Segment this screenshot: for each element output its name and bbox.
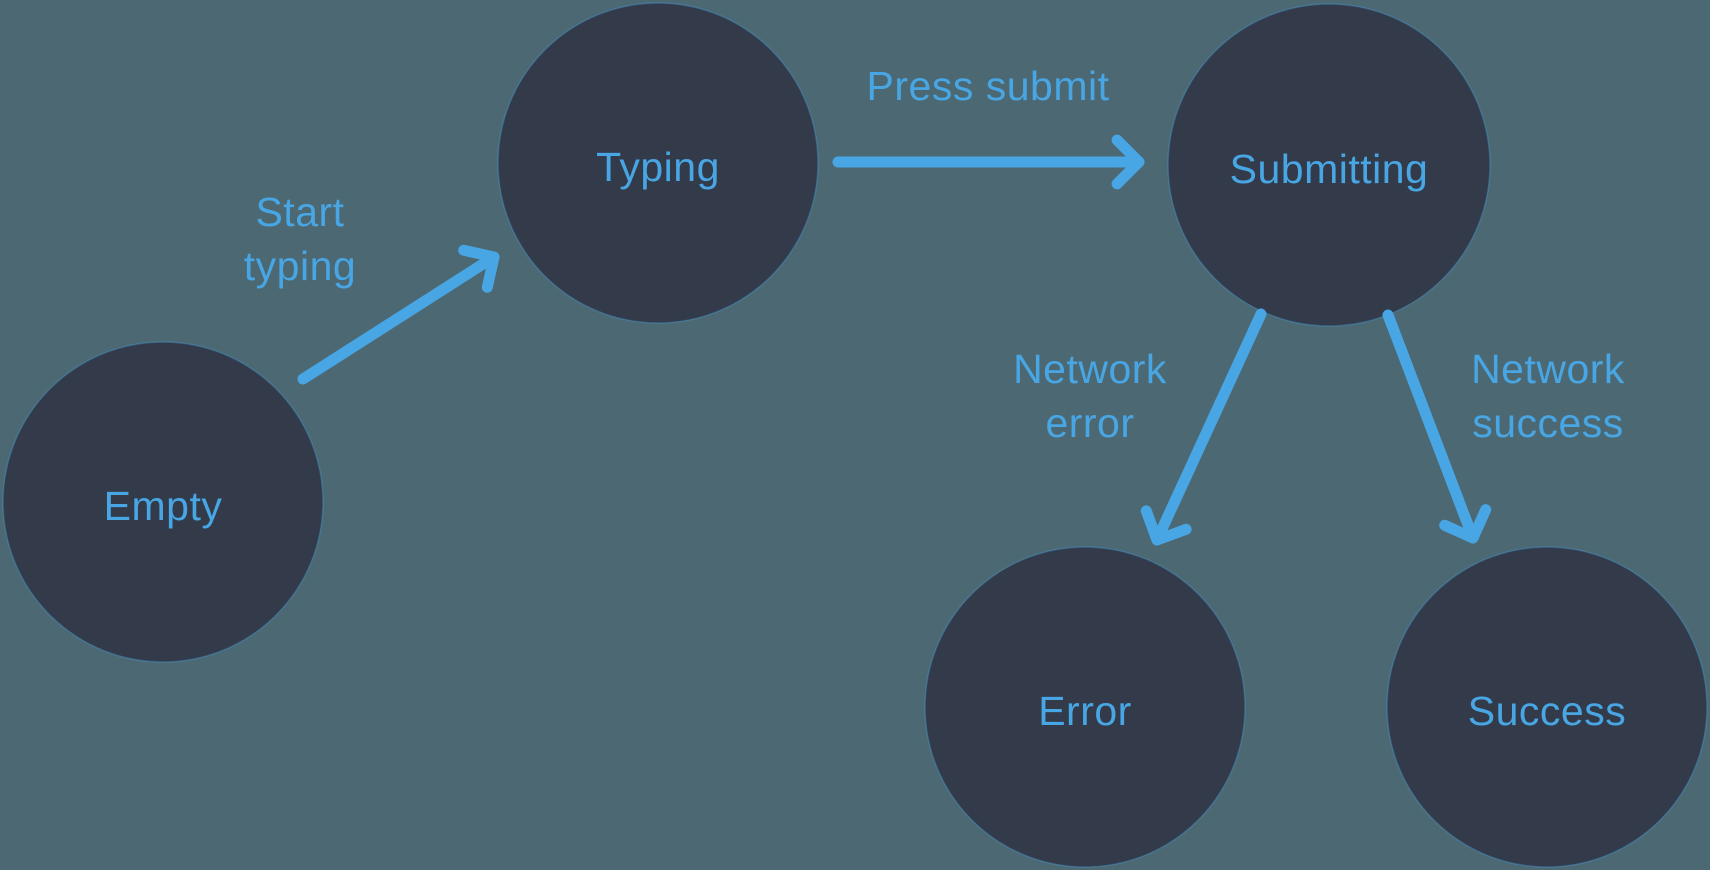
transition-network-success: Network success bbox=[1382, 309, 1625, 544]
transition-network-error: Network error bbox=[1013, 308, 1267, 546]
transition-label-press-submit-line1: Press submit bbox=[867, 63, 1110, 109]
state-node-typing bbox=[497, 2, 819, 324]
transition-arrowhead-network-error bbox=[1140, 505, 1192, 546]
state-label-success: Success bbox=[1468, 688, 1626, 734]
state-node-empty bbox=[2, 341, 324, 663]
transition-label-network-error-line1: Network bbox=[1013, 346, 1167, 392]
state-label-typing: Typing bbox=[596, 144, 720, 190]
state-label-error: Error bbox=[1038, 688, 1132, 734]
transition-start-typing: Start typing bbox=[244, 189, 500, 385]
transition-arrowhead-start-typing bbox=[458, 244, 500, 293]
transition-arrow-shaft-network-error bbox=[1151, 308, 1267, 546]
state-label-empty: Empty bbox=[104, 483, 223, 529]
transition-arrowhead-network-success bbox=[1439, 504, 1492, 544]
transition-label-network-success-line2: success bbox=[1472, 400, 1624, 446]
state-node-error bbox=[924, 546, 1246, 868]
transition-press-submit: Press submit bbox=[832, 63, 1145, 190]
transition-arrow-shaft-network-success bbox=[1382, 309, 1479, 544]
transition-label-start-typing-line2: typing bbox=[244, 243, 356, 289]
transition-arrowhead-press-submit bbox=[1111, 134, 1145, 190]
state-label-submitting: Submitting bbox=[1230, 146, 1429, 192]
transition-label-network-error-line2: error bbox=[1045, 400, 1134, 446]
state-node-submitting bbox=[1167, 3, 1491, 327]
state-node-success bbox=[1386, 546, 1708, 868]
transition-label-network-success-line1: Network bbox=[1471, 346, 1625, 392]
transition-label-start-typing-line1: Start bbox=[255, 189, 344, 235]
transition-arrow-shaft-start-typing bbox=[297, 251, 500, 385]
